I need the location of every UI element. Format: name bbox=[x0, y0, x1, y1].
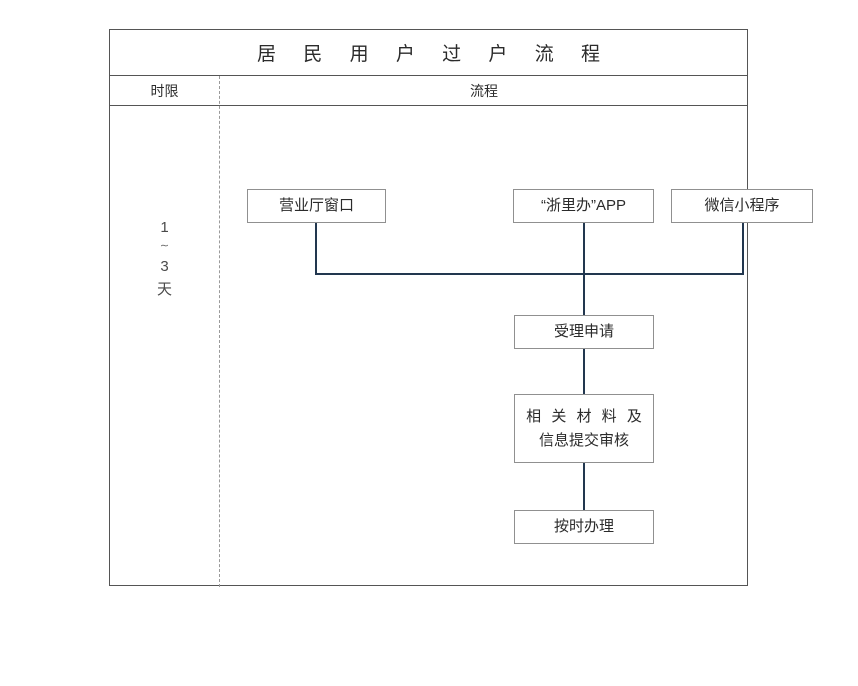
deadline-min: 1 bbox=[160, 219, 169, 236]
node-materials-information-review[interactable]: 相 关 材 料 及 信息提交审核 bbox=[514, 394, 654, 463]
table-header-row: 时限 流程 bbox=[110, 76, 747, 106]
node-app-label: “浙里办”APP bbox=[540, 197, 626, 215]
node-handle-label: 按时办理 bbox=[553, 518, 614, 536]
connector-bus-to-accept bbox=[583, 273, 585, 315]
connector-accept-to-review bbox=[583, 349, 585, 394]
node-zhelibao-app[interactable]: “浙里办”APP bbox=[513, 189, 654, 223]
node-accept-label: 受理申请 bbox=[553, 323, 614, 341]
connector-review-to-handle bbox=[583, 463, 585, 510]
flowchart-table-frame: 居 民 用 户 过 户 流 程 时限 流程 1 ∼ 3 天 bbox=[109, 29, 813, 587]
column-header-deadline: 时限 bbox=[150, 82, 179, 99]
node-accept-application[interactable]: 受理申请 bbox=[514, 315, 654, 349]
flow-area: 营业厅窗口 “浙里办”APP 微信小程序 受理申请 相 关 材 料 及 信息提交… bbox=[219, 106, 813, 587]
page-title: 居 民 用 户 过 户 流 程 bbox=[257, 44, 611, 65]
deadline-max: 3 bbox=[160, 257, 169, 275]
column-header-process: 流程 bbox=[470, 82, 498, 99]
node-hall-label: 营业厅窗口 bbox=[278, 197, 354, 215]
connector-merge-bus bbox=[315, 273, 744, 275]
deadline-cell: 1 ∼ 3 天 bbox=[110, 106, 219, 587]
deadline-unit: 天 bbox=[156, 280, 172, 298]
node-handle-on-time[interactable]: 按时办理 bbox=[514, 510, 654, 544]
node-wechat-label: 微信小程序 bbox=[704, 197, 780, 215]
node-review-label-line1: 相 关 材 料 及 bbox=[526, 408, 645, 426]
deadline-range-tilde: ∼ bbox=[159, 240, 170, 253]
column-divider bbox=[219, 76, 220, 587]
connector-wechat-to-bus bbox=[742, 223, 744, 275]
connector-hall-to-bus bbox=[315, 223, 317, 275]
deadline-value: 1 ∼ 3 天 bbox=[157, 216, 172, 301]
node-wechat-mini-program[interactable]: 微信小程序 bbox=[671, 189, 813, 223]
node-review-label-line2: 信息提交审核 bbox=[538, 431, 629, 449]
node-business-hall-window[interactable]: 营业厅窗口 bbox=[247, 189, 386, 223]
diagram-title-row: 居 民 用 户 过 户 流 程 bbox=[110, 30, 747, 76]
table-body-row: 1 ∼ 3 天 营业厅窗口 “浙里办”APP 微信小程 bbox=[110, 106, 813, 587]
connector-app-to-bus bbox=[583, 223, 585, 275]
